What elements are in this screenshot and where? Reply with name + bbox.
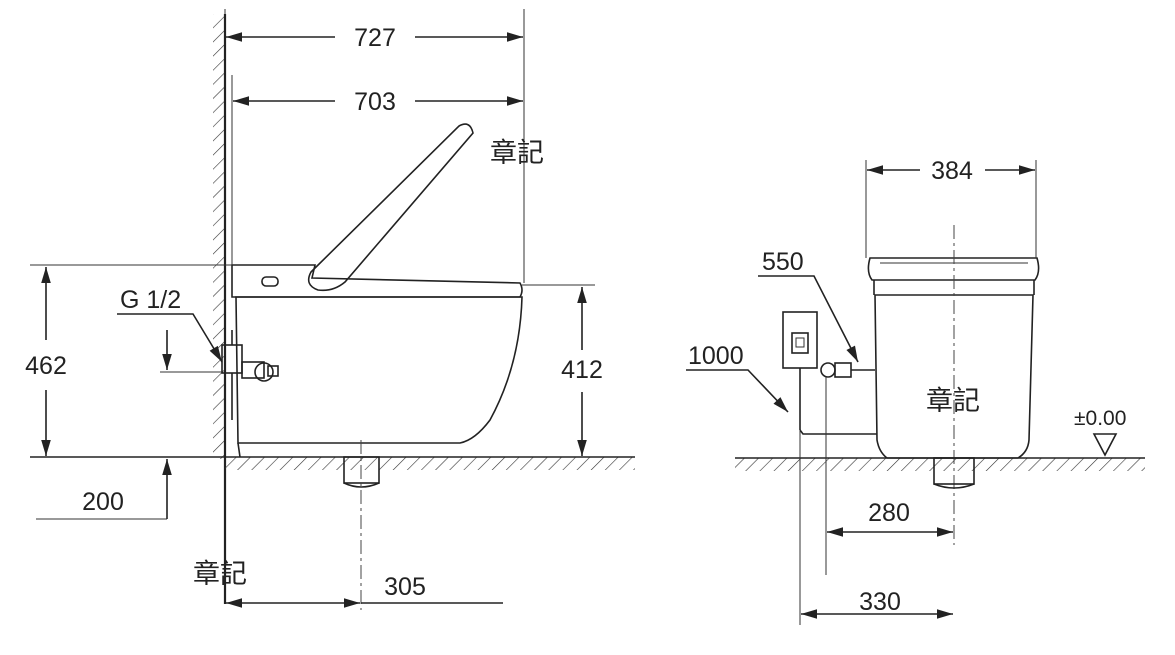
dim-305: 305 [384,573,426,601]
dim-462: 462 [25,352,67,380]
front-valve [820,362,875,378]
floor-hatching-front [735,458,1145,471]
wall-hatching [213,14,225,459]
power-box [782,311,818,369]
floor-hatching [225,457,635,470]
level-triangle-icon [1092,433,1118,457]
stamp-top: 章記 [490,138,544,169]
thread-label: G 1/2 [120,286,181,314]
dim-384: 384 [931,157,973,185]
front-top-housing [867,257,1040,281]
front-drain-pipe [933,457,975,485]
side-view: 727 703 462 412 200 305 G 1/2 章記 章記 [25,9,635,610]
drain-pipe-end [343,482,380,488]
dim-727: 727 [354,24,396,52]
control-button [261,276,279,287]
stamp-bottom: 章記 [193,559,247,590]
dim-412: 412 [561,356,603,384]
dim-703: 703 [354,88,396,116]
level-label: ±0.00 [1074,407,1126,430]
front-body [874,294,1034,459]
base-line [237,442,241,458]
lid [307,123,474,292]
dim-200: 200 [82,488,124,516]
bowl-body [235,296,523,444]
front-drain-end [933,483,975,489]
front-view: 384 550 1000 280 330 ±0.00 章記 [686,157,1145,625]
dim-1000: 1000 [688,342,744,370]
dim-550: 550 [762,248,804,276]
tank-housing [231,264,523,298]
stamp-body: 章記 [926,386,980,417]
dim-330: 330 [859,588,901,616]
angle-valve [221,330,279,420]
dim-280: 280 [868,499,910,527]
